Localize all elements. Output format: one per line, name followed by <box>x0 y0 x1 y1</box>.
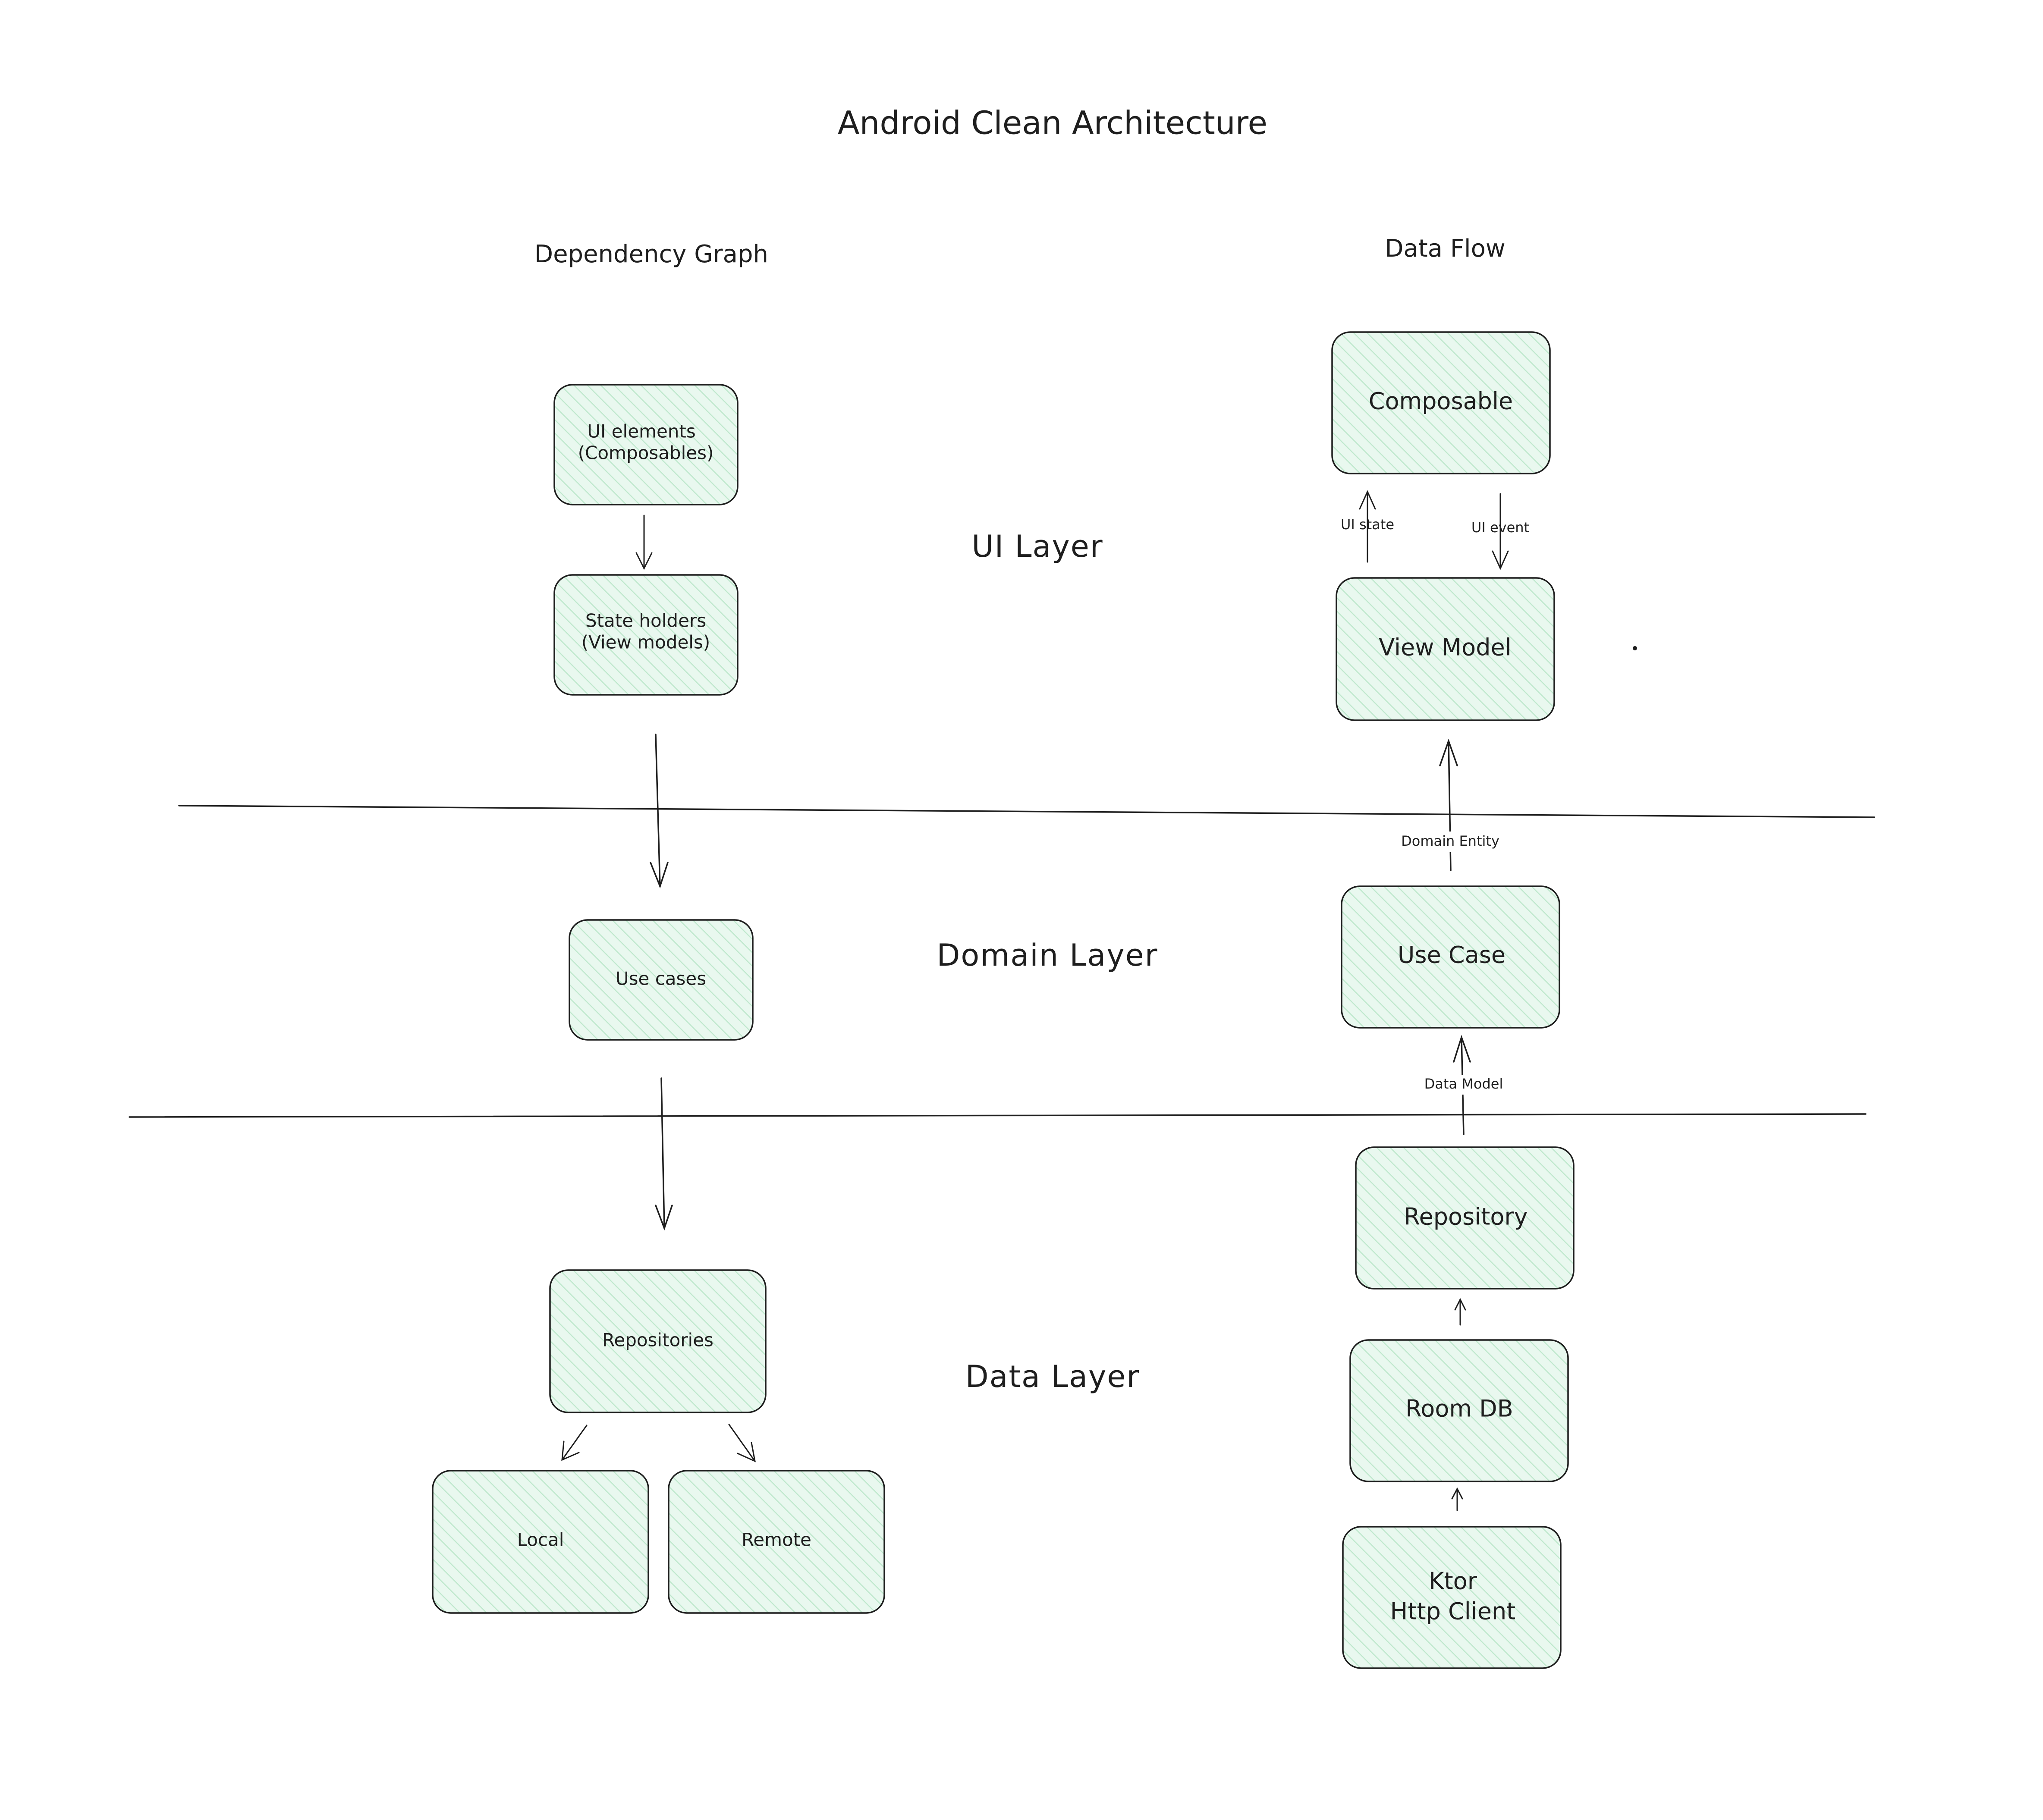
arrow-ktor-to-room-db <box>1451 1487 1463 1511</box>
room-db-box: Room DB <box>1349 1339 1569 1482</box>
view-model-box: View Model <box>1336 577 1555 721</box>
local-box: Local <box>432 1470 649 1614</box>
ui-elements-box: UI elements (Composables) <box>553 384 739 505</box>
domain-data-separator <box>129 1113 1867 1118</box>
dependency-graph-heading: Dependency Graph <box>534 240 768 268</box>
use-case-box: Use Case <box>1341 885 1560 1029</box>
ui-state-edge-label: UI state <box>1341 516 1394 533</box>
data-model-edge-label: Data Model <box>1424 1076 1503 1092</box>
repositories-box: Repositories <box>549 1269 767 1413</box>
remote-box: Remote <box>668 1470 885 1614</box>
http-client-label: Http Client <box>1390 1598 1516 1625</box>
remote-label: Remote <box>742 1529 811 1550</box>
data-flow-heading: Data Flow <box>1385 235 1505 263</box>
stray-dot <box>1633 646 1637 650</box>
state-holders-box: State holders (View models) <box>553 574 739 696</box>
state-holders-sublabel: (View models) <box>581 632 710 653</box>
arrow-ui-state <box>1359 490 1376 563</box>
ui-elements-label: UI elements <box>587 421 696 442</box>
domain-entity-edge-label: Domain Entity <box>1401 833 1499 849</box>
arrow-repositories-to-local <box>561 1425 588 1461</box>
composable-box: Composable <box>1331 331 1551 474</box>
local-label: Local <box>517 1529 564 1550</box>
ui-elements-sublabel: (Composables) <box>578 442 714 464</box>
use-case-label: Use Case <box>1398 941 1506 969</box>
state-holders-label: State holders <box>585 610 706 631</box>
view-model-label: View Model <box>1379 634 1511 661</box>
composable-label: Composable <box>1369 388 1513 415</box>
repository-label: Repository <box>1404 1203 1528 1230</box>
use-cases-box: Use cases <box>569 919 754 1041</box>
data-model-label-bg <box>1419 1075 1510 1095</box>
domain-layer-label: Domain Layer <box>937 938 1158 973</box>
arrow-use-cases-to-repositories <box>655 1077 673 1231</box>
ktor-http-client-box: Ktor Http Client <box>1342 1526 1562 1669</box>
diagram-title: Android Clean Architecture <box>838 105 1267 142</box>
ui-layer-label: UI Layer <box>971 529 1103 564</box>
domain-entity-label-bg <box>1398 832 1501 852</box>
ui-event-edge-label: UI event <box>1471 519 1529 536</box>
arrow-room-db-to-repository <box>1454 1298 1466 1326</box>
use-cases-label: Use cases <box>616 968 706 989</box>
repositories-label: Repositories <box>602 1330 713 1351</box>
arrow-state-holders-to-use-cases <box>650 734 669 889</box>
room-db-label: Room DB <box>1405 1395 1513 1422</box>
ktor-label: Ktor <box>1429 1568 1477 1595</box>
arrow-ui-event <box>1492 493 1509 570</box>
data-layer-label: Data Layer <box>965 1359 1140 1394</box>
arrow-ui-elements-to-state-holders <box>635 515 653 570</box>
repository-box: Repository <box>1355 1146 1575 1290</box>
arrow-repositories-to-remote <box>728 1424 756 1462</box>
ui-domain-separator <box>178 805 1875 818</box>
